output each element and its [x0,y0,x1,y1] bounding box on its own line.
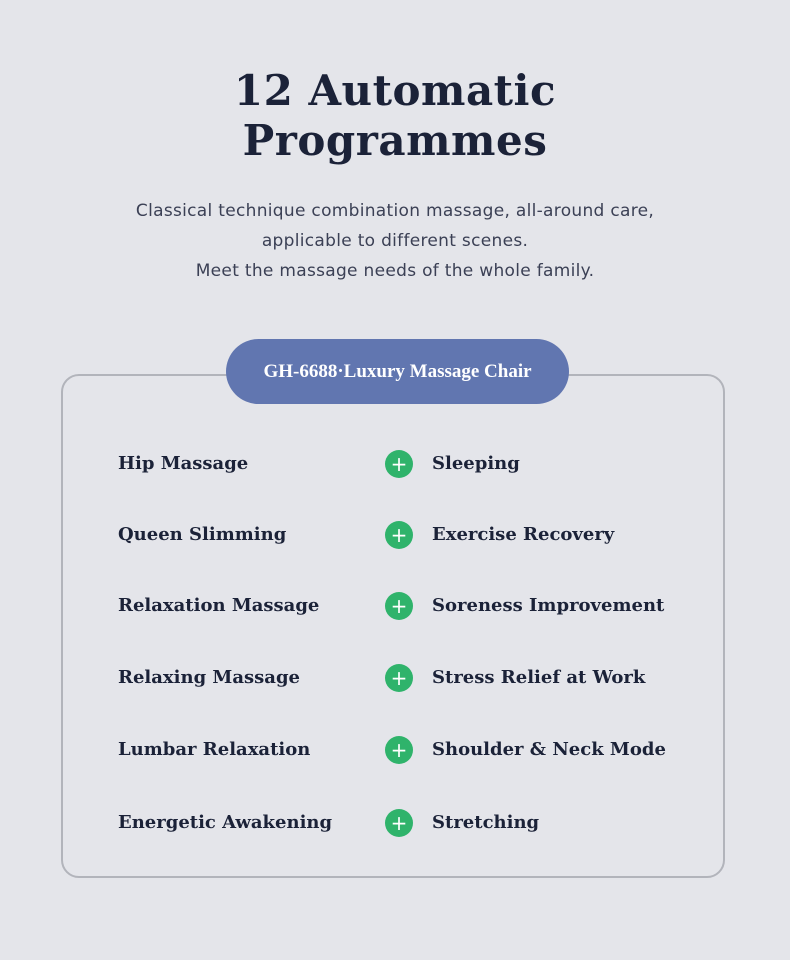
programme-row: Relaxing Massage + Stress Relief at Work [0,660,790,696]
programme-left-label: Lumbar Relaxation [118,739,311,760]
programme-left-label: Relaxing Massage [118,667,300,688]
description-line-1: Classical technique combination massage,… [135,201,655,221]
programme-row: Lumbar Relaxation + Shoulder & Neck Mode [0,732,790,768]
programme-right-label: Stress Relief at Work [432,667,646,688]
plus-icon: + [385,592,413,620]
programme-left-label: Energetic Awakening [118,812,333,833]
programme-row: Relaxation Massage + Soreness Improvemen… [0,588,790,624]
description: Classical technique combination massage,… [0,196,790,286]
description-line-2: applicable to different scenes. [261,231,529,251]
page-title: 12 Automatic Programmes [0,66,790,166]
plus-icon: + [385,809,413,837]
description-line-3: Meet the massage needs of the whole fami… [195,261,595,281]
plus-icon: + [385,664,413,692]
programme-left-label: Hip Massage [118,453,249,474]
plus-icon: + [385,736,413,764]
programme-right-label: Exercise Recovery [432,524,615,545]
programme-row: Energetic Awakening + Stretching [0,805,790,841]
title-line-1: 12 Automatic [233,66,557,115]
plus-icon: + [385,521,413,549]
programme-left-label: Queen Slimming [118,524,287,545]
programme-right-label: Sleeping [432,453,520,474]
programme-row: Queen Slimming + Exercise Recovery [0,517,790,553]
title-line-2: Programmes [242,116,548,165]
product-badge: GH-6688·Luxury Massage Chair [226,339,569,404]
programme-right-label: Soreness Improvement [432,595,665,616]
programme-row: Hip Massage + Sleeping [0,446,790,482]
plus-icon: + [385,450,413,478]
programme-left-label: Relaxation Massage [118,595,320,616]
programme-right-label: Stretching [432,812,540,833]
programme-right-label: Shoulder & Neck Mode [432,739,666,760]
